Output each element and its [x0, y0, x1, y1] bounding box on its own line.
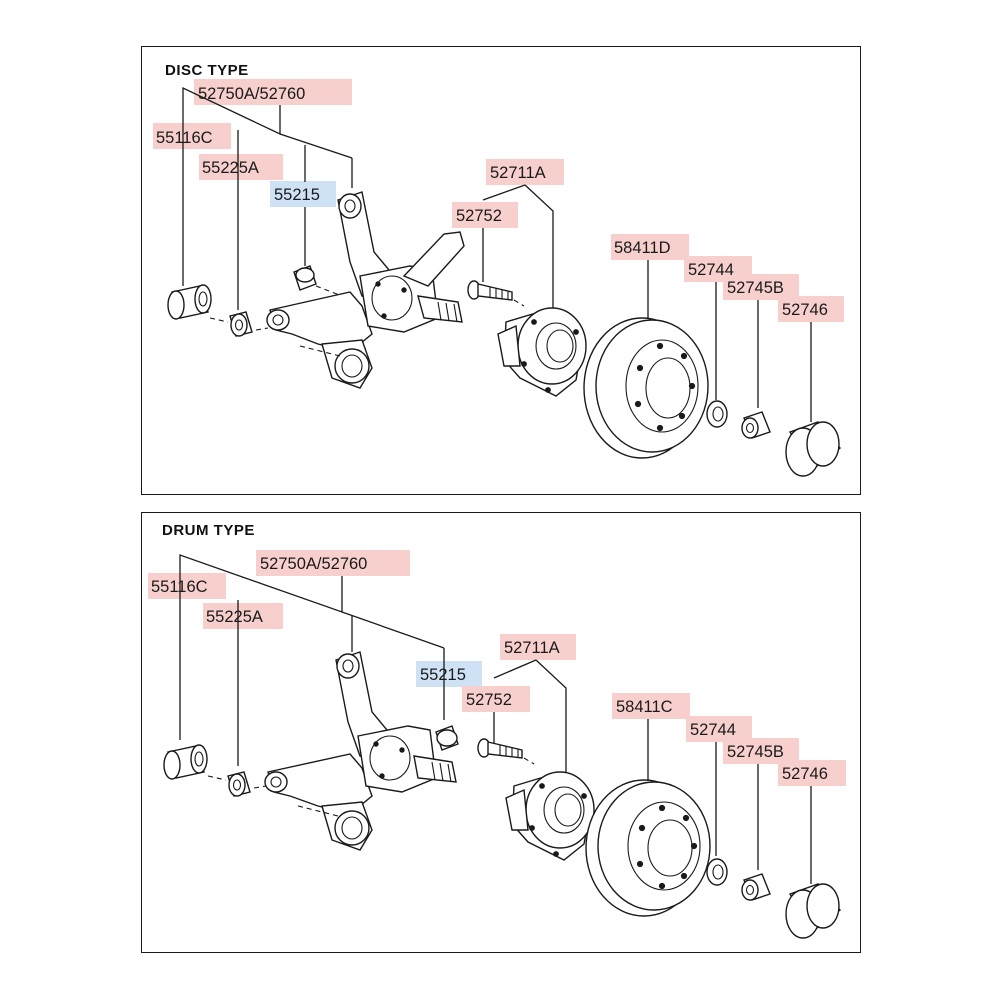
label-bushing: 55116C [156, 129, 213, 147]
hub-bolt-part [477, 738, 523, 759]
label-bolt: 52752 [466, 691, 512, 709]
label-hub: 52711A [504, 639, 560, 657]
hub-bolt-part [467, 280, 513, 301]
label-washer: 52744 [688, 261, 734, 279]
label-bg-bush [416, 661, 482, 687]
brake-drum-part [585, 779, 711, 917]
label-bg-bolt [452, 202, 518, 228]
label-washer: 52744 [690, 721, 736, 739]
hub-part [497, 307, 587, 397]
label-disc: 58411D [614, 239, 671, 257]
label-bushing-small: 55225A [206, 608, 263, 626]
label-nut: 52745B [727, 743, 784, 761]
label-bg-assembly [194, 79, 352, 105]
label-bg-drum [612, 693, 690, 719]
label-bush: 55215 [420, 666, 466, 684]
label-bg-nut [723, 274, 799, 300]
washer-part [706, 858, 728, 886]
knuckle-arm-assembly [264, 651, 457, 851]
label-bushing: 55116C [151, 578, 208, 596]
label-bg-cap [778, 296, 844, 322]
label-bg-assembly [256, 550, 410, 576]
hub-nut-part [741, 873, 771, 901]
bush-part [435, 725, 459, 751]
label-bg-hub [486, 159, 564, 185]
hub-part [505, 771, 595, 861]
label-bg-nut [723, 738, 799, 764]
label-assembly: 52750A/52760 [260, 555, 367, 573]
label-hub: 52711A [490, 164, 546, 182]
label-bushing-small: 55225A [202, 159, 259, 177]
small-bushing-part [227, 771, 251, 797]
label-bg-bolt [462, 686, 530, 712]
label-bg-bush [270, 181, 336, 207]
washer-part [706, 400, 728, 428]
bush-part [293, 265, 317, 291]
label-bg-cap [778, 760, 846, 786]
small-bushing-part [229, 311, 253, 337]
grease-cap-part [785, 421, 842, 477]
leader-lines [182, 86, 812, 422]
grease-cap-part [785, 883, 842, 939]
label-assembly: 52750A/52760 [198, 85, 305, 103]
label-bolt: 52752 [456, 207, 502, 225]
label-cap: 52746 [782, 301, 828, 319]
label-bg-bushing-small [199, 154, 283, 180]
label-bg-disc [611, 234, 689, 260]
label-bg-bushing [153, 123, 231, 149]
bushing-part [167, 284, 212, 320]
label-nut: 52745B [727, 279, 784, 297]
disc-rotor-part [583, 317, 709, 459]
bushing-part [163, 744, 208, 780]
label-bg-bushing [148, 573, 226, 599]
label-bg-bushing-small [203, 603, 283, 629]
label-bush: 55215 [274, 186, 320, 204]
label-cap: 52746 [782, 765, 828, 783]
panel-title: DRUM TYPE [162, 522, 255, 539]
knuckle-arm-assembly [266, 191, 465, 389]
leader-lines [179, 554, 812, 884]
label-bg-hub [500, 634, 576, 660]
label-bg-washer [686, 716, 752, 742]
panel-title: DISC TYPE [165, 62, 249, 79]
hub-nut-part [741, 411, 771, 439]
label-drum: 58411C [616, 698, 673, 716]
